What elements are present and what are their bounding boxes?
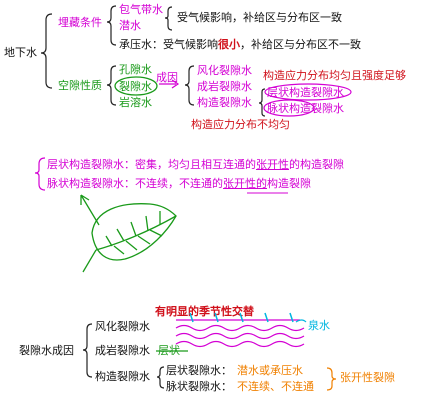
fissure-origin-root: 裂隙水成因: [19, 344, 74, 357]
brace-root: [40, 13, 53, 89]
layered-fissure-note: 潜水或承压水: [237, 364, 303, 377]
confined-water: 承压水：受气候影响很小，补给区与分布区不一致: [119, 38, 361, 51]
layered-definition-text-a: 密集，均匀且相互连通的: [135, 158, 256, 171]
pore-water: 孔隙水: [119, 63, 152, 76]
vadose-water: 包气带水: [119, 3, 163, 16]
vein-highlight-ellipse: [263, 99, 315, 117]
tectonic-fissure-water: 构造裂隙水: [197, 96, 252, 109]
diagenetic-fissure-water-3: 成岩裂隙水: [95, 344, 150, 357]
vein-definition-emphasis: 张开性的: [223, 177, 267, 190]
vein-tectonic-fissure-water: 脉状构造裂隙水: [267, 102, 344, 115]
opening-fissure-label: 张开性裂隙: [340, 371, 395, 384]
layered-highlight-ellipse: [264, 83, 352, 101]
layered-fissure-water: 层状裂隙水：: [166, 364, 232, 377]
confined-water-label: 承压水：: [119, 38, 163, 51]
brace-tectonic: [258, 88, 266, 117]
burial-condition-label: 埋藏条件: [58, 16, 102, 29]
karst-water: 岩溶水: [119, 96, 152, 109]
layered-definition-text-c: 的构造裂隙: [289, 158, 344, 171]
brace-phreatic-note: [164, 6, 173, 31]
stress-uneven-note: 构造应力分布不均匀: [191, 118, 290, 131]
leaf-arrow: [80, 194, 100, 226]
weathering-fissure-water-3: 风化裂隙水: [95, 320, 150, 333]
confined-note-pre: 受气候影响: [163, 38, 218, 51]
brace-origin: [184, 65, 195, 106]
stress-even-note: 构造应力分布均匀且强度足够: [263, 69, 406, 82]
diagenetic-fissure-water: 成岩裂隙水: [197, 80, 252, 93]
fissure-water-highlight-ellipse: [114, 76, 158, 96]
brace-origin-3: [82, 323, 93, 378]
spring-water: 泉水: [308, 319, 330, 332]
tectonic-fissure-water-3: 构造裂隙水: [95, 370, 150, 383]
brace-pore-nature: [106, 65, 117, 106]
vein-definition-label: 脉状构造裂隙水：: [47, 177, 135, 190]
layered-definition-label: 层状构造裂隙水：: [47, 158, 135, 171]
confined-note-emphasis: 很小: [218, 38, 240, 51]
vein-definition-line: 脉状构造裂隙水：不连续，不连通的张开性的构造裂隙: [47, 177, 311, 190]
brace-burial: [106, 5, 117, 46]
vein-definition-text-a: 不连续，不连通的: [135, 177, 223, 190]
brace-tectonic-3: [156, 366, 165, 389]
brace-opening: [326, 367, 337, 391]
vein-fissure-note: 不连续、不连通: [237, 380, 314, 393]
brace-definitions: [34, 157, 46, 191]
vein-definition-text-c: 构造裂隙: [267, 177, 311, 190]
layered-definition-emphasis: 张开性: [256, 158, 289, 171]
root-groundwater: 地下水: [4, 46, 37, 59]
weathering-fissure-water: 风化裂隙水: [197, 64, 252, 77]
origin-arrow: [159, 79, 180, 89]
phreatic-note: 受气候影响，补给区与分布区一致: [177, 11, 342, 24]
layered-tectonic-fissure-water: 层状构造裂隙水: [267, 86, 344, 99]
leaf-illustration: [80, 194, 177, 273]
pore-nature-label: 空隙性质: [58, 79, 102, 92]
confined-note-post: ，补给区与分布区不一致: [240, 38, 361, 51]
vein-fissure-water: 脉状裂隙水：: [166, 380, 232, 393]
wavy-fissure-illustration: [175, 312, 307, 348]
layered-definition-line: 层状构造裂隙水：密集，均匀且相互连通的张开性的构造裂隙: [47, 158, 344, 171]
fissure-water: 裂隙水: [119, 80, 152, 93]
phreatic-water: 潜水: [119, 19, 141, 32]
seasonal-alternation-note: 有明显的季节性交替: [155, 305, 254, 318]
